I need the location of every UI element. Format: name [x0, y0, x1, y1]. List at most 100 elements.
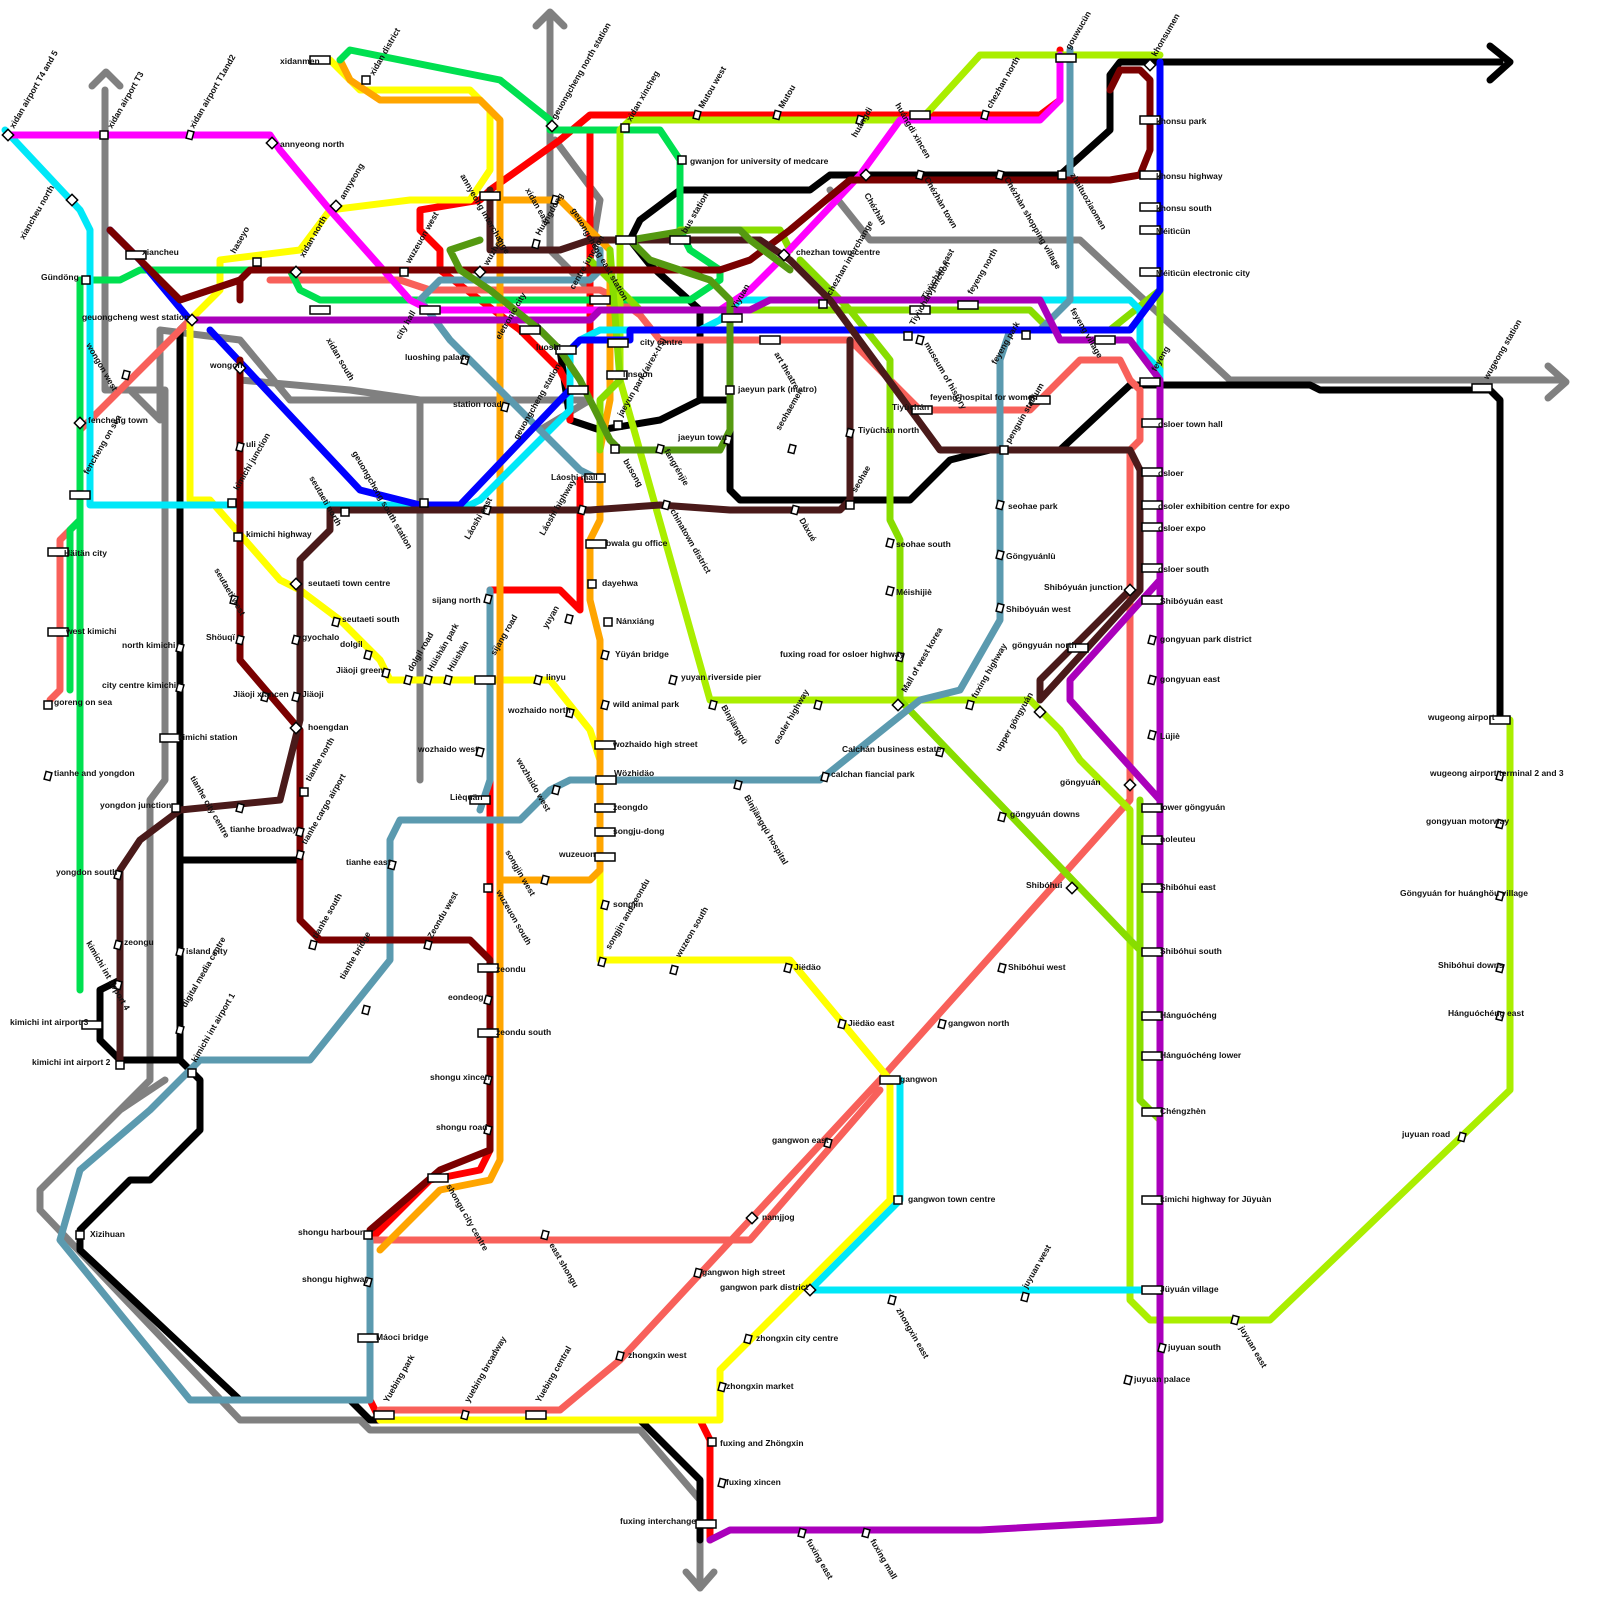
station-marker[interactable] [1141, 467, 1163, 477]
station-marker[interactable] [909, 110, 931, 120]
station-marker[interactable] [1143, 58, 1157, 72]
station-marker[interactable] [309, 55, 331, 65]
station-marker[interactable] [423, 674, 433, 686]
station-marker[interactable] [787, 443, 797, 455]
station-marker[interactable] [1495, 1010, 1505, 1022]
station-marker[interactable] [915, 169, 925, 181]
station-marker[interactable] [911, 405, 933, 415]
station-marker[interactable] [474, 675, 496, 685]
station-marker[interactable] [1057, 170, 1067, 180]
station-marker[interactable] [937, 1018, 947, 1030]
station-marker[interactable] [655, 443, 665, 455]
station-marker[interactable] [1139, 225, 1161, 235]
station-marker[interactable] [299, 787, 309, 797]
station-marker[interactable] [1141, 1011, 1163, 1021]
station-marker[interactable] [613, 420, 623, 430]
station-marker[interactable] [893, 1195, 903, 1205]
station-marker[interactable] [995, 169, 1005, 181]
station-marker[interactable] [99, 130, 109, 140]
station-marker[interactable] [999, 445, 1009, 455]
station-marker[interactable] [363, 649, 373, 661]
station-marker[interactable] [1141, 947, 1163, 957]
station-marker[interactable] [1141, 1107, 1163, 1117]
station-marker[interactable] [381, 667, 391, 679]
station-marker[interactable] [308, 939, 318, 951]
station-marker[interactable] [1141, 883, 1163, 893]
station-marker[interactable] [1147, 634, 1157, 646]
station-marker[interactable] [1055, 53, 1077, 63]
station-marker[interactable] [1157, 1342, 1167, 1354]
station-marker[interactable] [1123, 583, 1137, 597]
station-marker[interactable] [1141, 522, 1163, 532]
station-marker[interactable] [1495, 890, 1505, 902]
station-marker[interactable] [473, 265, 487, 279]
station-marker[interactable] [125, 250, 147, 260]
station-marker[interactable] [915, 334, 925, 346]
station-marker[interactable] [595, 775, 617, 785]
station-marker[interactable] [707, 1437, 717, 1447]
station-marker[interactable] [895, 651, 905, 663]
station-marker[interactable] [81, 1020, 103, 1030]
station-marker[interactable] [443, 674, 453, 686]
station-marker[interactable] [265, 136, 279, 150]
station-marker[interactable] [1141, 1285, 1163, 1295]
station-marker[interactable] [603, 617, 613, 627]
station-marker[interactable] [887, 1294, 897, 1306]
station-marker[interactable] [577, 504, 587, 516]
station-marker[interactable] [361, 75, 371, 85]
station-marker[interactable] [803, 1283, 817, 1297]
station-marker[interactable] [594, 740, 616, 750]
station-marker[interactable] [295, 849, 305, 861]
station-marker[interactable] [175, 642, 185, 654]
station-marker[interactable] [73, 416, 87, 430]
station-marker[interactable] [717, 1381, 727, 1393]
station-marker[interactable] [187, 1068, 197, 1078]
station-marker[interactable] [175, 946, 185, 958]
station-marker[interactable] [235, 802, 245, 814]
station-marker[interactable] [733, 779, 743, 791]
station-marker[interactable] [1029, 395, 1051, 405]
station-marker[interactable] [81, 275, 91, 285]
station-marker[interactable] [818, 299, 828, 309]
station-marker[interactable] [725, 385, 735, 395]
station-marker[interactable] [813, 699, 823, 711]
station-marker[interactable] [65, 193, 79, 207]
station-marker[interactable] [482, 504, 492, 516]
station-marker[interactable] [610, 444, 620, 454]
station-marker[interactable] [540, 1229, 550, 1241]
station-marker[interactable] [363, 1230, 373, 1240]
station-marker[interactable] [845, 500, 855, 510]
station-marker[interactable] [597, 956, 607, 968]
station-marker[interactable] [419, 498, 429, 508]
station-marker[interactable] [565, 707, 575, 719]
station-marker[interactable] [693, 1267, 703, 1279]
station-marker[interactable] [1139, 377, 1161, 387]
station-marker[interactable] [295, 826, 305, 838]
station-marker[interactable] [1123, 1374, 1133, 1386]
station-marker[interactable] [935, 746, 945, 758]
station-marker[interactable] [855, 114, 865, 126]
station-marker[interactable] [1141, 835, 1163, 845]
station-marker[interactable] [823, 1137, 833, 1149]
station-marker[interactable] [1123, 778, 1137, 792]
station-marker[interactable] [387, 859, 397, 871]
station-marker[interactable] [113, 869, 123, 881]
station-marker[interactable] [885, 585, 895, 597]
station-marker[interactable] [1141, 1195, 1163, 1205]
station-marker[interactable] [519, 325, 541, 335]
station-marker[interactable] [1147, 674, 1157, 686]
station-marker[interactable] [607, 338, 629, 348]
station-marker[interactable] [743, 1333, 753, 1345]
station-marker[interactable] [43, 770, 53, 782]
station-marker[interactable] [483, 593, 493, 605]
station-marker[interactable] [620, 123, 630, 133]
station-marker[interactable] [540, 874, 550, 886]
station-marker[interactable] [159, 733, 181, 743]
station-marker[interactable] [550, 194, 560, 206]
station-marker[interactable] [745, 1211, 759, 1225]
station-marker[interactable] [708, 699, 718, 711]
station-marker[interactable] [373, 1410, 395, 1420]
station-marker[interactable] [555, 345, 577, 355]
station-marker[interactable] [483, 994, 493, 1006]
station-marker[interactable] [695, 1519, 717, 1529]
